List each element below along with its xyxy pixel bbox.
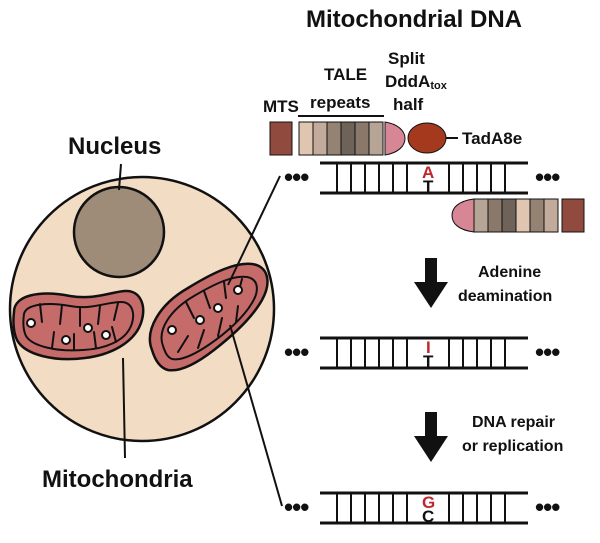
ellipsis-right: •••	[535, 492, 560, 522]
down-arrow-1	[414, 258, 448, 308]
bottom-fusion-protein	[451, 198, 585, 233]
dddatox-half	[384, 121, 406, 156]
tale-repeat	[501, 198, 517, 233]
mitochondrion-right	[148, 262, 269, 372]
tada8e-domain	[407, 122, 447, 154]
tale-repeat	[368, 121, 384, 156]
split-label-line3: half	[393, 95, 424, 114]
base-top: G	[422, 493, 435, 512]
tale-repeat	[298, 121, 314, 156]
base-top: A	[422, 163, 434, 182]
tale-repeat	[340, 121, 356, 156]
nucleus-callout-line	[118, 163, 122, 191]
mitochondria-label: Mitochondria	[42, 466, 193, 493]
ellipsis-left: •••	[284, 162, 309, 192]
base-bottom: C	[422, 507, 434, 526]
tale-repeat	[515, 198, 531, 233]
dna-duplex-1: ••• A T •••	[284, 161, 561, 196]
tale-repeat	[354, 121, 370, 156]
base-bottom: T	[423, 352, 434, 371]
tale-label-line1: TALE	[324, 65, 367, 84]
tale-repeat	[473, 198, 489, 233]
tale-repeat	[529, 198, 545, 233]
zoom-line-bottom	[229, 324, 283, 507]
zoom-line-top	[227, 175, 281, 286]
split-label-line2: DddAtox	[385, 72, 448, 92]
down-arrow-2	[414, 412, 448, 462]
ellipsis-left: •••	[284, 337, 309, 367]
split-label-line1: Split	[388, 49, 425, 68]
tale-repeat	[326, 121, 342, 156]
base-bottom: T	[423, 177, 434, 196]
dna-duplex-3: ••• G C •••	[284, 491, 561, 526]
step2-line1: DNA repair	[472, 414, 555, 431]
step1-line1: Adenine	[478, 264, 541, 281]
mts-block	[561, 198, 585, 233]
ellipsis-right: •••	[535, 337, 560, 367]
ellipsis-right: •••	[535, 162, 560, 192]
tale-repeat	[312, 121, 328, 156]
tale-repeat	[487, 198, 503, 233]
diagram-title: Mitochondrial DNA	[306, 6, 522, 33]
tale-repeat	[543, 198, 559, 233]
nucleus-label: Nucleus	[68, 133, 161, 160]
tale-label-line2: repeats	[310, 93, 370, 112]
mitochondrion-left	[12, 289, 145, 361]
mts-block	[269, 121, 293, 156]
top-fusion-protein	[269, 121, 458, 156]
mitochondria-callout-line	[122, 357, 126, 459]
step2-line2: or replication	[462, 438, 563, 455]
dna-duplex-2: ••• I T •••	[284, 336, 561, 371]
tada8e-label: TadA8e	[462, 129, 522, 148]
mts-label: MTS	[263, 97, 299, 116]
nucleus	[72, 185, 166, 279]
base-top: I	[426, 338, 431, 357]
dddatox-half	[451, 198, 475, 233]
step1-line2: deamination	[458, 288, 552, 305]
ellipsis-left: •••	[284, 492, 309, 522]
